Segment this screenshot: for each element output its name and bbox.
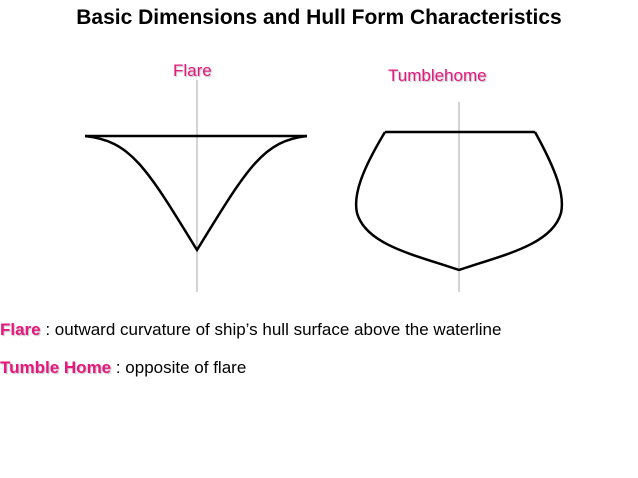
flare-hull-outline [84, 134, 308, 253]
definition-flare: Flare : outward curvature of ship’s hull… [0, 320, 501, 340]
definition-text-tumble-home: : opposite of flare [111, 358, 247, 377]
definition-term-flare: Flare [0, 320, 41, 339]
definition-text-flare: : outward curvature of ship’s hull surfa… [40, 320, 502, 339]
tumblehome-hull-outline [354, 131, 564, 272]
slide-title: Basic Dimensions and Hull Form Character… [76, 6, 562, 29]
definition-term-tumble-home: Tumble Home [0, 358, 112, 377]
tumblehome-label: Tumblehome [388, 66, 487, 85]
definition-tumble-home: Tumble Home : opposite of flare [0, 358, 246, 378]
flare-label: Flare [173, 61, 212, 80]
